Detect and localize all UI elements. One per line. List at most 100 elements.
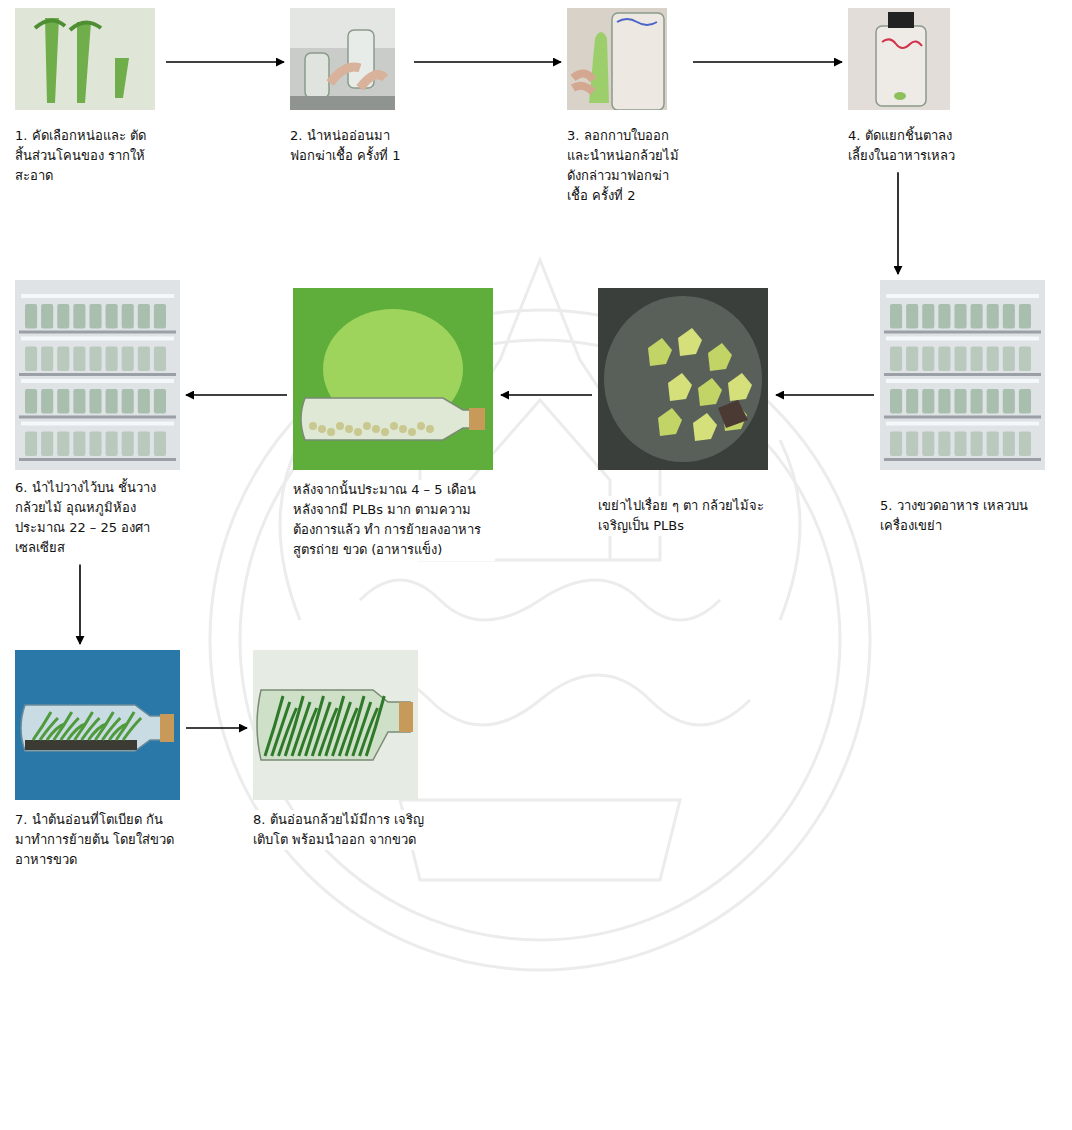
flow-arrow bbox=[186, 394, 287, 396]
culture-bottle bbox=[954, 304, 966, 329]
culture-bottle bbox=[73, 432, 85, 457]
flow-arrow bbox=[79, 565, 81, 644]
step-caption: 3. ลอกกาบใบออก และนำหน่อกล้วยไม้ ดังกล่า… bbox=[567, 126, 687, 207]
culture-bottle bbox=[154, 304, 166, 329]
protocorm-like-body bbox=[678, 328, 702, 356]
plantlet-leaf bbox=[123, 718, 141, 740]
culture-bottle bbox=[890, 432, 902, 457]
protocorm-like-body bbox=[728, 373, 752, 401]
step-photo bbox=[880, 280, 1045, 470]
culture-bottle bbox=[1003, 432, 1015, 457]
process-step: 4. ตัดแยกชิ้นตาลง เลี้ยงในอาหารเหลว bbox=[848, 8, 966, 166]
plb-cluster bbox=[390, 422, 398, 430]
fingers bbox=[573, 73, 593, 92]
light-tube bbox=[21, 294, 174, 298]
culture-bottle bbox=[25, 432, 37, 457]
plb-cluster bbox=[381, 428, 389, 436]
step-photo bbox=[598, 288, 768, 470]
culture-bottle bbox=[89, 347, 101, 372]
protocorm-like-body bbox=[698, 378, 722, 406]
step-photo bbox=[15, 8, 155, 110]
photo-ground bbox=[880, 280, 1045, 470]
culture-bottle bbox=[971, 389, 983, 414]
flow-arrow bbox=[693, 61, 842, 63]
culture-bottle bbox=[938, 347, 950, 372]
laid-bottle bbox=[301, 398, 481, 440]
culture-bottle bbox=[41, 347, 53, 372]
culture-bottle bbox=[922, 389, 934, 414]
process-step: 6. นำไปวางไว้บน ชั้นวางกล้วยไม้ อุณหภูมิ… bbox=[15, 280, 180, 559]
step-caption: 1. คัดเลือกหน่อและ ตัดสิ้นส่วนโคนของ ราก… bbox=[15, 126, 160, 186]
orchid-leaf bbox=[35, 20, 101, 30]
culture-bottle bbox=[922, 347, 934, 372]
cork bbox=[469, 408, 485, 430]
culture-bottle bbox=[57, 347, 69, 372]
step-caption: หลังจากนั้นประมาณ 4 – 5 เดือนหลังจากมี P… bbox=[293, 480, 495, 561]
culture-bottle bbox=[906, 347, 918, 372]
culture-bottle bbox=[987, 432, 999, 457]
culture-bottle bbox=[25, 347, 37, 372]
culture-bottle bbox=[890, 304, 902, 329]
protocorm-like-body bbox=[708, 343, 732, 371]
flow-arrow bbox=[776, 394, 874, 396]
step-photo bbox=[293, 288, 493, 470]
culture-bottle bbox=[154, 347, 166, 372]
glass-bottle bbox=[876, 26, 926, 106]
culture-bottle bbox=[138, 389, 150, 414]
culture-bottle bbox=[938, 432, 950, 457]
photo-ground bbox=[15, 8, 155, 110]
culture-bottle bbox=[122, 347, 134, 372]
laid-bottle bbox=[257, 690, 410, 760]
culture-bottle bbox=[890, 347, 902, 372]
shelf-rack bbox=[19, 458, 176, 461]
cork bbox=[160, 714, 174, 742]
step-caption: เขย่าไปเรื่อย ๆ ตา กล้วยไม้จะเจริญเป็น P… bbox=[598, 496, 770, 536]
culture-bottle bbox=[57, 389, 69, 414]
plb-cluster bbox=[345, 425, 353, 433]
light-tube bbox=[886, 422, 1039, 426]
light-tube bbox=[21, 422, 174, 426]
glass-bottle bbox=[305, 53, 329, 98]
culture-bottle bbox=[987, 304, 999, 329]
culture-bottle bbox=[106, 304, 118, 329]
protocorm-like-body bbox=[668, 373, 692, 401]
photo-ground bbox=[15, 650, 180, 800]
flow-arrow bbox=[186, 727, 247, 729]
process-step: 1. คัดเลือกหน่อและ ตัดสิ้นส่วนโคนของ ราก… bbox=[15, 8, 160, 186]
glass-bottle bbox=[612, 13, 664, 110]
plb-cluster bbox=[417, 422, 425, 430]
browned-tissue bbox=[718, 400, 748, 428]
culture-bottle bbox=[89, 432, 101, 457]
step-caption: 7. นำต้นอ่อนที่โตเบียด กัน มาทำการย้ายต้… bbox=[15, 810, 180, 870]
plb-cluster bbox=[363, 422, 371, 430]
flow-arrow bbox=[897, 172, 899, 274]
culture-bottle bbox=[971, 347, 983, 372]
culture-bottle bbox=[906, 304, 918, 329]
step-photo bbox=[15, 650, 180, 800]
culture-bottle bbox=[122, 304, 134, 329]
process-step: 3. ลอกกาบใบออก และนำหน่อกล้วยไม้ ดังกล่า… bbox=[567, 8, 687, 207]
plb-cluster bbox=[426, 425, 434, 433]
process-step: 7. นำต้นอ่อนที่โตเบียด กัน มาทำการย้ายต้… bbox=[15, 650, 180, 870]
culture-bottle bbox=[1019, 432, 1031, 457]
step-photo bbox=[290, 8, 395, 110]
culture-bottle bbox=[41, 304, 53, 329]
culture-bottle bbox=[89, 304, 101, 329]
light-tube bbox=[21, 379, 174, 383]
marker-writing bbox=[882, 39, 922, 48]
culture-bottle bbox=[106, 347, 118, 372]
plb-cluster bbox=[327, 428, 335, 436]
culture-bottle bbox=[954, 432, 966, 457]
culture-bottle bbox=[987, 389, 999, 414]
light-tube bbox=[886, 294, 1039, 298]
light-tube bbox=[886, 337, 1039, 341]
photo-ground bbox=[567, 8, 667, 110]
step-caption: 2. นำหน่ออ่อนมา ฟอกฆ่าเชื้อ ครั้งที่ 1 bbox=[290, 126, 408, 166]
plb-cluster bbox=[372, 425, 380, 433]
plb-cluster bbox=[354, 428, 362, 436]
hood-grille bbox=[290, 8, 395, 48]
culture-bottle bbox=[1003, 304, 1015, 329]
culture-bottle bbox=[106, 432, 118, 457]
photo-ground bbox=[290, 8, 395, 110]
